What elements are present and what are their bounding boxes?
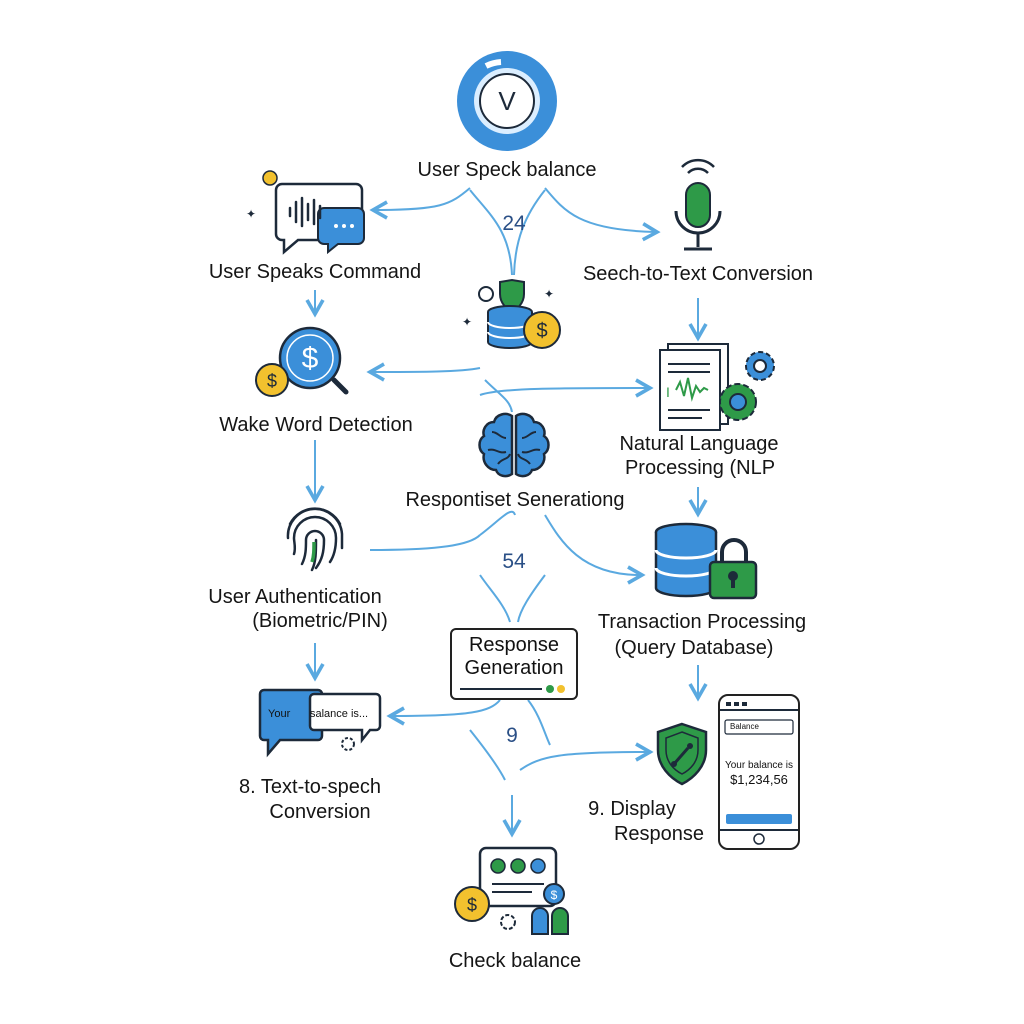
document-gears-icon: I [659, 343, 775, 431]
stt-label: Seech-to-Text Conversion [582, 263, 814, 285]
svg-text:$: $ [267, 371, 277, 391]
voice-assistant-logo-icon: V [457, 51, 557, 151]
speech-bubble-waveform-icon: ✦ [246, 170, 365, 255]
txn-label-line2: (Query Database) [614, 637, 774, 659]
svg-text:I: I [666, 384, 670, 400]
shield-icon [656, 722, 708, 786]
wake-label: Wake Word Detection [219, 414, 413, 436]
tts-label-line2: Conversion [269, 801, 371, 823]
display-label-line1: 9. Display [588, 798, 676, 820]
svg-text:$: $ [467, 895, 477, 915]
arrow-top-left [369, 187, 471, 220]
tts-bubble-left-text: Your [268, 708, 291, 720]
response-line2: Generation [464, 657, 564, 679]
svg-text:✦: ✦ [544, 287, 554, 301]
check-balance-icon: $ $ [454, 846, 569, 935]
chat-bubbles-icon [258, 688, 382, 758]
number-24: 24 [502, 212, 526, 235]
brain-icon [478, 412, 550, 478]
database-coins-shield-icon: ✦ ✦ $ [462, 278, 561, 349]
phone-balance-amount: $1,234,56 [730, 772, 788, 787]
svg-text:$: $ [302, 342, 319, 375]
fingerprint-icon [286, 507, 344, 572]
smartphone-icon: Balance Your balance is $1,234,56 [718, 694, 800, 850]
microphone-icon [674, 158, 722, 251]
response-generation-box: Response Generation [450, 628, 578, 700]
auth-label-line1: User Authentication [208, 586, 382, 608]
svg-text:✦: ✦ [462, 315, 472, 329]
database-lock-icon [654, 522, 758, 600]
svg-text:✦: ✦ [246, 207, 256, 221]
txn-label-line1: Transaction Processing [597, 611, 807, 633]
auth-label-line2: (Biometric/PIN) [252, 610, 388, 632]
tts-label-line1: 8. Text-to-spech [239, 776, 381, 798]
svg-text:$: $ [551, 888, 558, 902]
phone-balance-line: Your balance is [724, 760, 793, 771]
nlp-label-line1: Natural Language [619, 433, 779, 455]
brain-label: Respontiset Senerationg [405, 489, 625, 511]
response-status-dots [460, 685, 565, 693]
arrow-top-right [544, 187, 661, 242]
nlp-label-line2: Processing (NLP [624, 457, 776, 479]
phone-balance-field: Balance [730, 722, 759, 731]
svg-text:$: $ [536, 320, 547, 342]
display-label-line2: Response [613, 823, 705, 845]
logo-letter: V [498, 86, 516, 116]
dollar-search-icon: $ $ [255, 326, 349, 397]
number-54: 54 [502, 550, 526, 573]
speaks-label: User Speaks Command [208, 261, 422, 283]
response-line1: Response [468, 634, 560, 656]
tts-bubble-right-text: salance is... [310, 708, 369, 720]
check-balance-label: Check balance [448, 950, 582, 972]
phone-screen-frame [720, 702, 798, 845]
number-9: 9 [506, 724, 518, 747]
top-label: User Speck balance [417, 159, 597, 181]
